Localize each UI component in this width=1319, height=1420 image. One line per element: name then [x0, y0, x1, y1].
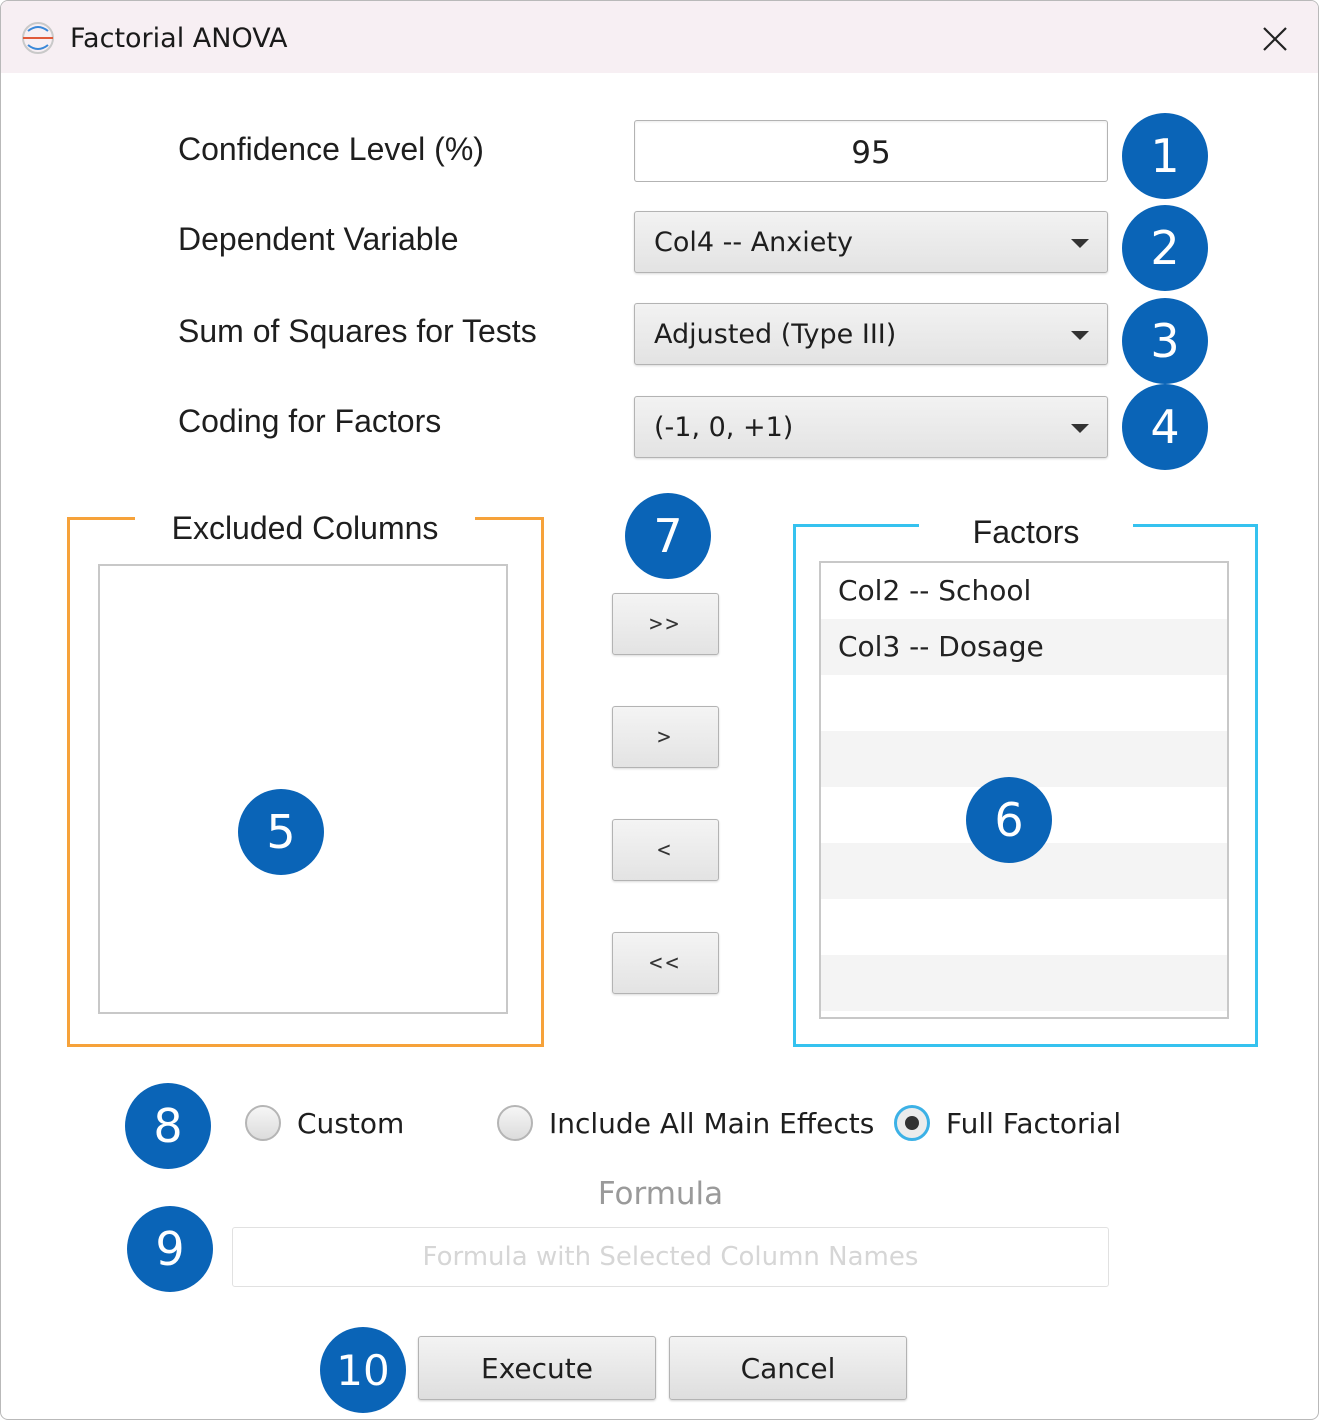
full-factorial-radio[interactable] — [894, 1105, 930, 1141]
remove-all-button[interactable]: << — [612, 932, 719, 994]
confidence-level-label: Confidence Level (%) — [178, 131, 484, 167]
factor-list-item[interactable]: Col3 -- Dosage — [821, 619, 1227, 675]
chevron-down-icon — [1071, 239, 1089, 248]
remove-button[interactable]: < — [612, 819, 719, 881]
empty-list-row — [821, 731, 1227, 787]
close-icon[interactable] — [1255, 19, 1295, 59]
confidence-level-input[interactable]: 95 — [634, 120, 1108, 182]
formula-input[interactable] — [232, 1227, 1109, 1287]
callout-badge-7: 7 — [625, 493, 711, 579]
excluded-columns-title: Excluded Columns — [135, 510, 475, 550]
callout-badge-6: 6 — [966, 777, 1052, 863]
main-effects-radio-label: Include All Main Effects — [549, 1106, 875, 1140]
factor-list-item[interactable]: Col2 -- School — [838, 574, 1032, 607]
sum-of-squares-select[interactable]: Adjusted (Type III) — [634, 303, 1108, 365]
window-title: Factorial ANOVA — [70, 23, 288, 54]
custom-radio-option[interactable]: Custom — [245, 1101, 404, 1145]
empty-list-row — [821, 675, 1227, 731]
coding-for-factors-select[interactable]: (-1, 0, +1) — [634, 396, 1108, 458]
execute-button[interactable]: Execute — [418, 1336, 656, 1400]
full-factorial-radio-option[interactable]: Full Factorial — [894, 1101, 1121, 1145]
callout-badge-1: 1 — [1122, 113, 1208, 199]
full-factorial-radio-label: Full Factorial — [946, 1106, 1122, 1140]
callout-badge-10: 10 — [320, 1327, 406, 1413]
dependent-variable-label: Dependent Variable — [178, 221, 459, 257]
excluded-columns-list[interactable] — [98, 564, 508, 1014]
factors-title: Factors — [919, 514, 1133, 554]
main-effects-radio-option[interactable]: Include All Main Effects — [497, 1101, 874, 1145]
main-effects-radio[interactable] — [497, 1105, 533, 1141]
empty-list-row — [821, 899, 1227, 955]
callout-badge-9: 9 — [127, 1206, 213, 1292]
add-button[interactable]: > — [612, 706, 719, 768]
custom-radio[interactable] — [245, 1105, 281, 1141]
formula-label: Formula — [597, 1176, 724, 1212]
callout-badge-4: 4 — [1122, 384, 1208, 470]
chevron-down-icon — [1071, 331, 1089, 340]
sum-of-squares-label: Sum of Squares for Tests — [178, 313, 537, 349]
app-icon — [19, 19, 57, 57]
empty-list-row — [821, 955, 1227, 1011]
chevron-down-icon — [1071, 424, 1089, 433]
callout-badge-3: 3 — [1122, 298, 1208, 384]
dependent-variable-value: Col4 -- Anxiety — [654, 227, 853, 258]
custom-radio-label: Custom — [297, 1106, 405, 1140]
coding-for-factors-value: (-1, 0, +1) — [654, 412, 794, 443]
add-all-button[interactable]: >> — [612, 593, 719, 655]
coding-for-factors-label: Coding for Factors — [178, 403, 442, 439]
callout-badge-5: 5 — [238, 789, 324, 875]
callout-badge-2: 2 — [1122, 205, 1208, 291]
callout-badge-8: 8 — [125, 1083, 211, 1169]
dependent-variable-select[interactable]: Col4 -- Anxiety — [634, 211, 1108, 273]
title-bar: Factorial ANOVA — [1, 1, 1318, 73]
cancel-button[interactable]: Cancel — [669, 1336, 907, 1400]
confidence-level-value: 95 — [851, 135, 891, 171]
sum-of-squares-value: Adjusted (Type III) — [654, 319, 897, 350]
